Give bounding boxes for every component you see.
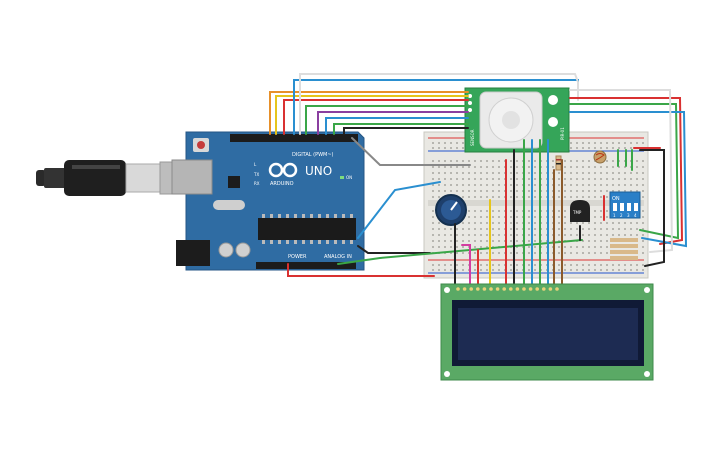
lcd-pin [542,287,546,291]
pir-label-right: PIR-01 [560,127,565,140]
capacitor [218,242,234,258]
dip-number-4: 4 [634,213,637,218]
resistor [555,155,562,171]
usb-port [171,159,213,195]
lcd-pin-header [456,287,559,291]
dip-number-3: 3 [627,213,630,218]
dip-on-label: ON [612,196,620,202]
lcd-pin [555,287,559,291]
on-led-label: ON [346,175,352,180]
digital-header [230,134,358,142]
temperature-sensor[interactable]: TMP [570,200,590,222]
tmp-label: TMP [572,210,582,215]
wires [269,73,688,287]
led-label-l: L [254,162,257,167]
lcd-screen [458,308,638,360]
lcd-pin [489,287,493,291]
lcd-pin [522,287,526,291]
lcd-pin [456,287,460,291]
lcd-pin [495,287,500,291]
board-model: UNO [305,164,332,178]
usb-cable [36,160,187,196]
lcd-pin [528,287,533,291]
crystal [213,200,245,210]
arduino-logo-icon [268,162,298,178]
power-jack [176,240,210,266]
resistor-bank [610,238,638,260]
digital-label: DIGITAL (PWM~) [292,152,334,158]
dip-number-2: 2 [620,213,623,218]
photoresistor[interactable] [593,150,607,164]
led-label-tx: TX [253,172,259,177]
arduino-logo-text: ARDUINO [270,181,294,187]
microcontroller-chip [258,218,356,240]
led-label-rx: RX [254,181,260,186]
lcd-pin [502,287,507,291]
pir-sensor[interactable]: SENSOR PIR-01 [464,87,570,153]
pir-label-left: SENSOR [470,129,475,146]
potentiometer[interactable] [435,194,467,226]
lcd-pin [469,287,474,291]
power-analog-header [256,262,356,269]
lcd-pin [476,287,480,291]
lcd-pin [509,287,513,291]
dip-switch[interactable]: ON 1 2 3 4 [609,191,641,219]
lcd-pin [548,287,553,291]
lcd-display[interactable] [440,283,654,381]
lcd-pin [482,287,487,291]
lcd-pin [462,287,467,291]
dip-number-1: 1 [613,213,616,218]
analog-label: ANALOG IN [324,254,352,260]
lcd-pin [515,287,520,291]
capacitor [235,242,251,258]
lcd-pin [535,287,539,291]
arduino-uno-board[interactable]: ARDUINO UNO DIGITAL (PWM~) POWER ANALOG … [171,131,365,271]
power-label: POWER [288,254,307,260]
